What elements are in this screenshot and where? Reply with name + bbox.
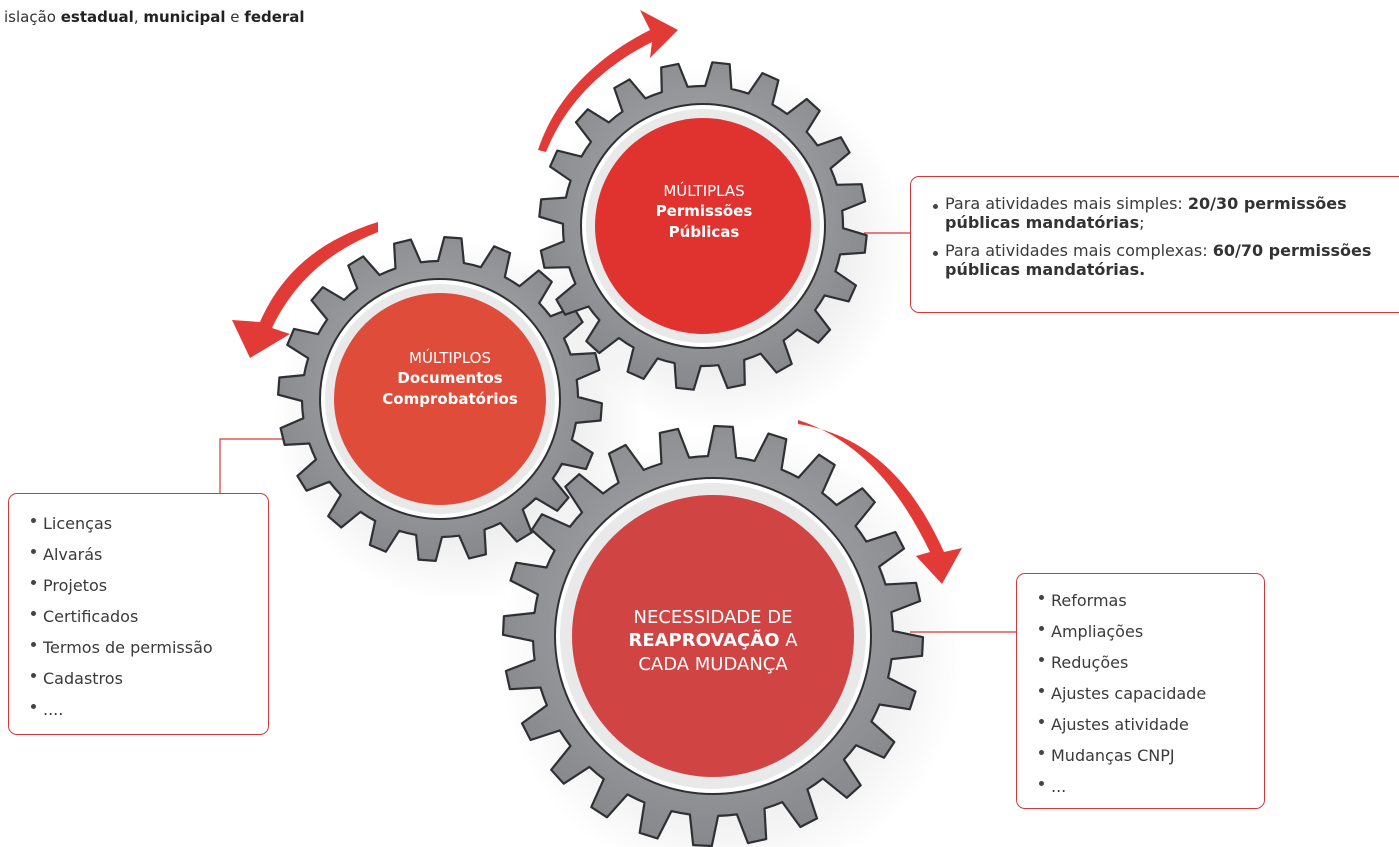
gear-top-line2b: Públicas (668, 222, 740, 241)
arrow-left (232, 222, 378, 358)
arrow-top (538, 10, 678, 152)
changes-list-item: Mudanças CNPJ (1037, 740, 1264, 771)
changes-list-item: Reduções (1037, 647, 1264, 678)
permissions-item-complex: Para atividades mais complexas: 60/70 pe… (931, 241, 1399, 279)
gear-left-core (334, 293, 546, 505)
gear-left-label: MÚLTIPLOS Documentos Comprobatórios (360, 348, 540, 409)
header-legislation-text: islação estadual, municipal e federal (4, 8, 305, 26)
documents-list-item: Certificados (29, 601, 268, 632)
gear-bottom-line3: CADA MUDANÇA (638, 653, 788, 675)
gear-bottom-core (572, 495, 854, 777)
gear-left-line2b: Comprobatórios (382, 389, 518, 408)
gear-top-core (595, 118, 811, 334)
changes-list-item: Ajustes capacidade (1037, 678, 1264, 709)
gear-left-line1: MÚLTIPLOS (409, 349, 491, 367)
documents-list-item: .... (29, 694, 268, 725)
changes-list-item: Reformas (1037, 585, 1264, 616)
gear-top-line1: MÚLTIPLAS (663, 182, 745, 200)
documents-list-item: Cadastros (29, 663, 268, 694)
permissions-item-simple: Para atividades mais simples: 20/30 perm… (931, 194, 1399, 232)
gear-left-line2a: Documentos (397, 369, 503, 388)
documents-list-item: Projetos (29, 570, 268, 601)
gear-top-line2a: Permissões (655, 202, 753, 221)
documents-list-item: Termos de permissão (29, 632, 268, 663)
gear-bottom-label: NECESSIDADE DE REAPROVAÇÃO A CADA MUDANÇ… (583, 606, 843, 676)
gear-bottom-line2: REAPROVAÇÃO A (628, 630, 798, 652)
rotation-arrows (232, 10, 962, 584)
changes-list-item: ... (1037, 771, 1264, 802)
changes-list-item: Ampliações (1037, 616, 1264, 647)
documents-list-item: Alvarás (29, 539, 268, 570)
gear-shapes (277, 61, 925, 847)
gear-top-label: MÚLTIPLAS Permissões Públicas (624, 181, 784, 242)
documents-list-item: Licenças (29, 508, 268, 539)
permissions-box: Para atividades mais simples: 20/30 perm… (910, 176, 1399, 313)
gear-bottom-line1: NECESSIDADE DE (633, 607, 793, 628)
changes-list-item: Ajustes atividade (1037, 709, 1264, 740)
arrow-bottom (798, 420, 962, 584)
